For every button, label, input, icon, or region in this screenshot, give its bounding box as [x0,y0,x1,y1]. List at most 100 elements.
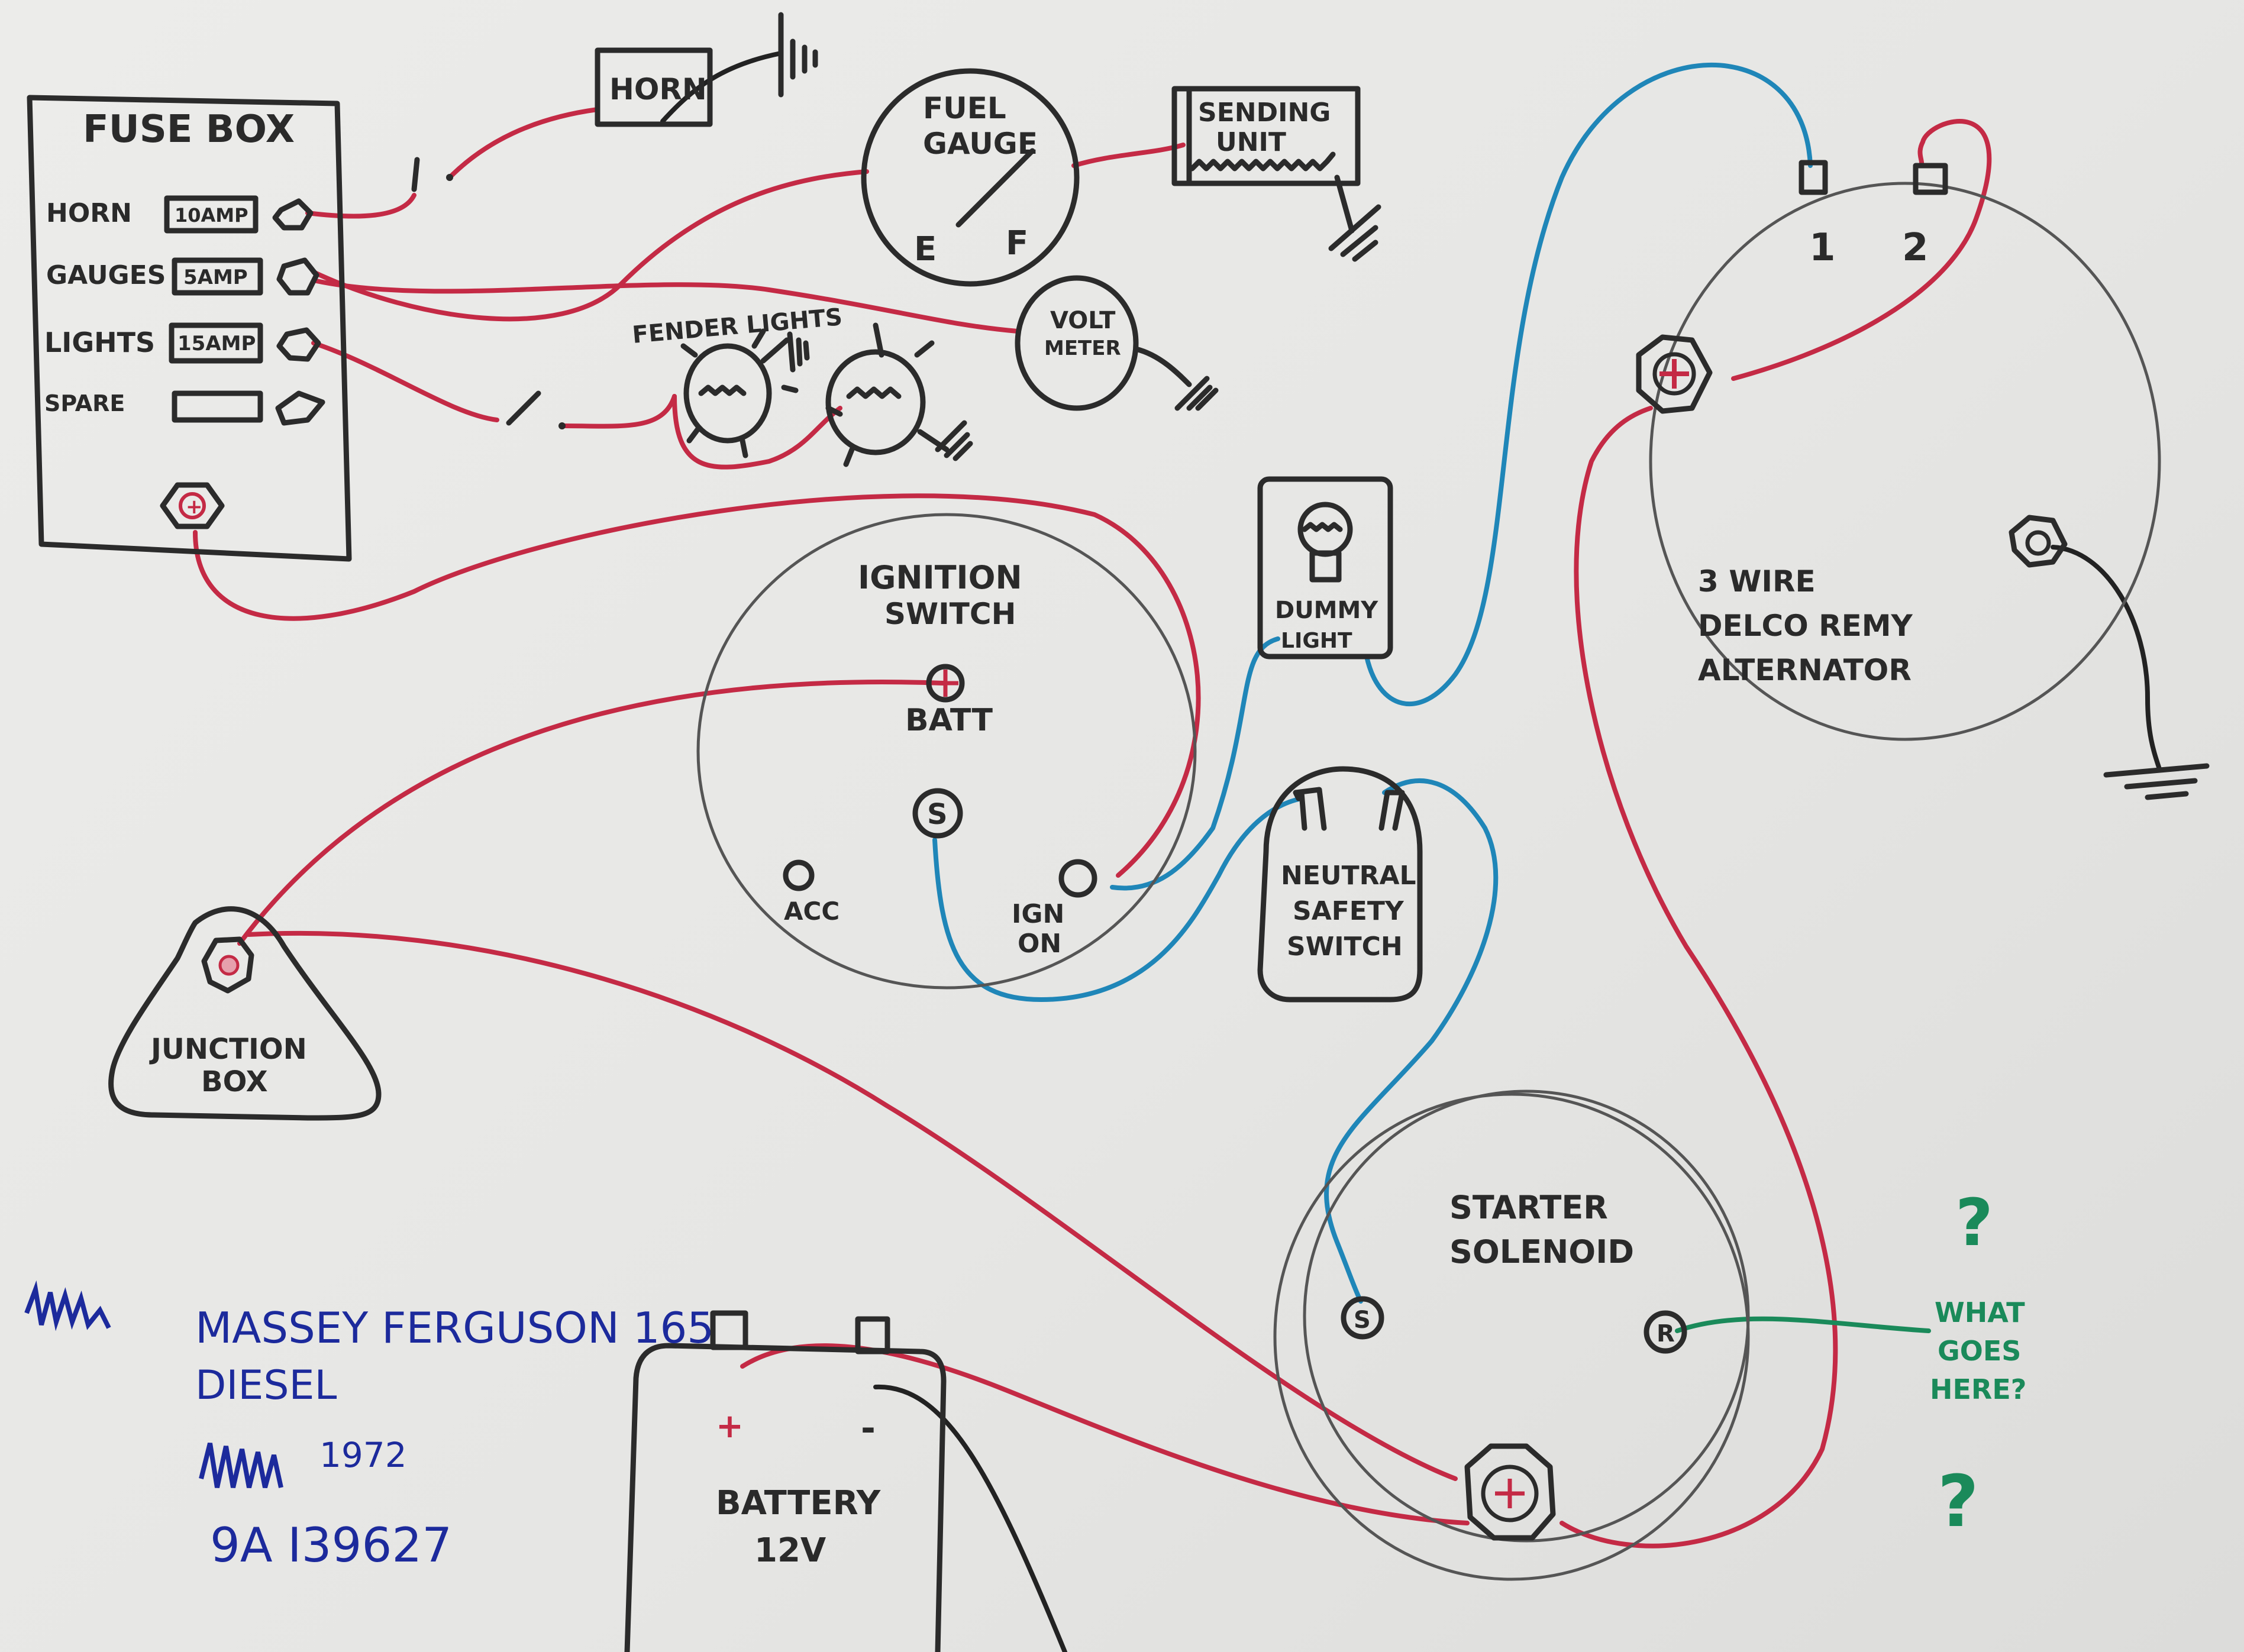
terminal-nut-icon[interactable] [201,936,254,994]
junction-label-1: JUNCTION [149,1033,307,1066]
fuse-box-title: FUSE BOX [83,108,295,151]
dummy-light-label-2: LIGHT [1281,629,1352,653]
terminal-nut-icon [160,482,225,529]
terminal-tab [1378,790,1405,831]
junction-box: JUNCTION BOX [108,906,382,1121]
wire-solenoid-to-alternator [1560,406,1838,1548]
wire-fusebox-to-ign-on [193,493,1201,878]
volt-meter-dial [1015,275,1139,411]
wire-solenoid-r-question [1675,1316,1931,1333]
ignition-label-2: SWITCH [884,597,1016,631]
terminal-tab [1293,787,1327,831]
fuse-row-spare: SPARE [44,390,325,426]
ignition-terminal-start[interactable]: S [912,788,963,839]
resistor-zigzag [1189,151,1336,172]
battery-positive-post[interactable] [710,1310,748,1350]
fuel-gauge-empty: E [914,230,937,269]
negative-sign: - [861,1408,876,1449]
wire-dummy-light-to-alternator-1 [1364,62,1813,707]
ignition-terminal-acc[interactable]: ACC [783,859,840,926]
alternator-terminal-1[interactable]: 1 [1799,160,1836,270]
fuse-row-lights: LIGHTS 15AMP [44,322,321,364]
wire-battery-negative [873,1384,1067,1652]
solenoid-label-1: STARTER [1449,1189,1608,1226]
battery-label-2: 12V [754,1531,826,1570]
positive-sign: + [716,1407,744,1446]
question-line-2: GOES [1938,1335,2021,1367]
switch-pivot [558,422,566,429]
fuse-slot[interactable] [169,322,263,364]
neutral-safety-switch: NEUTRAL SAFETY SWITCH [1257,766,1423,1003]
alternator: 1 2 3 WIRE DELCO REMY ALTERNATOR [1636,160,2210,800]
dummy-light-box [1257,476,1393,659]
volt-meter-label-1: VOLT [1050,307,1116,334]
tractor-notes: MASSEY FERGUSON 165 DIESEL 1972 9A I3962… [24,1280,714,1573]
terminal-label: 1 [1809,226,1836,270]
switch-contact [411,157,420,192]
fuse-slot[interactable] [164,195,259,234]
wire-gauges-to-fuel-gauge [311,169,869,322]
ground-icon [917,420,973,461]
ground-icon [778,12,818,98]
wire-lights-switch-to-fender [563,394,677,429]
fuel-gauge-needle [955,148,1035,228]
battery: + - BATTERY 12V [624,1310,947,1652]
battery-label-1: BATTERY [716,1484,882,1522]
fuel-gauge: FUEL GAUGE E F [861,68,1080,287]
horn-box [595,47,713,127]
alternator-output-terminal[interactable] [1636,334,1713,414]
positive-terminal-icon [179,492,206,519]
lights-switch[interactable] [506,390,566,429]
note-fuel: DIESEL [195,1362,337,1409]
question-line-1: WHAT [1935,1297,2025,1328]
fender-light-left [680,328,799,458]
solenoid-body [1303,1090,1750,1543]
switch-lever [506,390,541,426]
fuse-box-input-terminal: + [160,482,225,529]
fuel-gauge-dial [861,68,1080,287]
ignition-terminal-batt[interactable]: BATT [905,664,993,738]
note-serial: 9A I39627 [210,1518,452,1573]
solenoid-terminal-s[interactable]: S [1341,1296,1384,1340]
ground-icon [1174,376,1219,411]
fuel-gauge-label-1: FUEL [923,91,1006,125]
ignition-switch: IGNITION SWITCH BATT S ACC IGN ON [696,513,1197,990]
horn-label: HORN [609,72,707,106]
alternator-body [1649,182,2161,741]
fuse-terminal-icon [276,257,319,296]
bulb-icon [825,349,926,455]
solenoid-terminal-r[interactable]: R [1644,1310,1687,1354]
dummy-light: DUMMY LIGHT [1257,476,1393,659]
fuse-rating: 15AMP [177,332,256,355]
wire-neutral-safety-to-solenoid-s [1324,778,1499,1304]
solenoid-battery-terminal[interactable] [1464,1443,1556,1541]
wire-lights-fuse-to-switch [311,341,499,422]
fuse-circuit-label: SPARE [44,390,125,416]
fuse-slot-empty[interactable] [172,390,263,423]
ground-icon [760,331,810,373]
wire-alternator-ground [2051,545,2162,771]
terminal-label: ACC [784,897,840,926]
fuse-circuit-label: GAUGES [46,260,166,290]
fuse-box-outline [27,95,352,562]
wire-battery-to-solenoid [740,1343,1470,1525]
battery-negative-post[interactable] [855,1316,890,1354]
horn-switch[interactable] [411,157,453,192]
junction-box-outline [108,906,382,1121]
scribble-out [199,1443,283,1489]
question-annotation: ? WHAT GOES HERE? ? [1930,1185,2026,1543]
note-model: MASSEY FERGUSON 165 [195,1303,714,1353]
positive-terminal-icon [218,955,240,976]
wire-alternator-pos-to-term2 [1731,119,1992,381]
terminal-label: ON [1018,929,1061,959]
terminal-label: R [1657,1320,1675,1347]
fuse-slot[interactable] [172,257,263,296]
alternator-ground-terminal[interactable] [2009,515,2068,568]
ignition-terminal-ign-on[interactable]: IGN ON [1012,859,1097,959]
bulb-base [1309,550,1342,583]
scribble-out [24,1280,111,1331]
volt-meter-label-2: METER [1044,337,1121,360]
alternator-terminal-2[interactable]: 2 [1902,163,1948,270]
